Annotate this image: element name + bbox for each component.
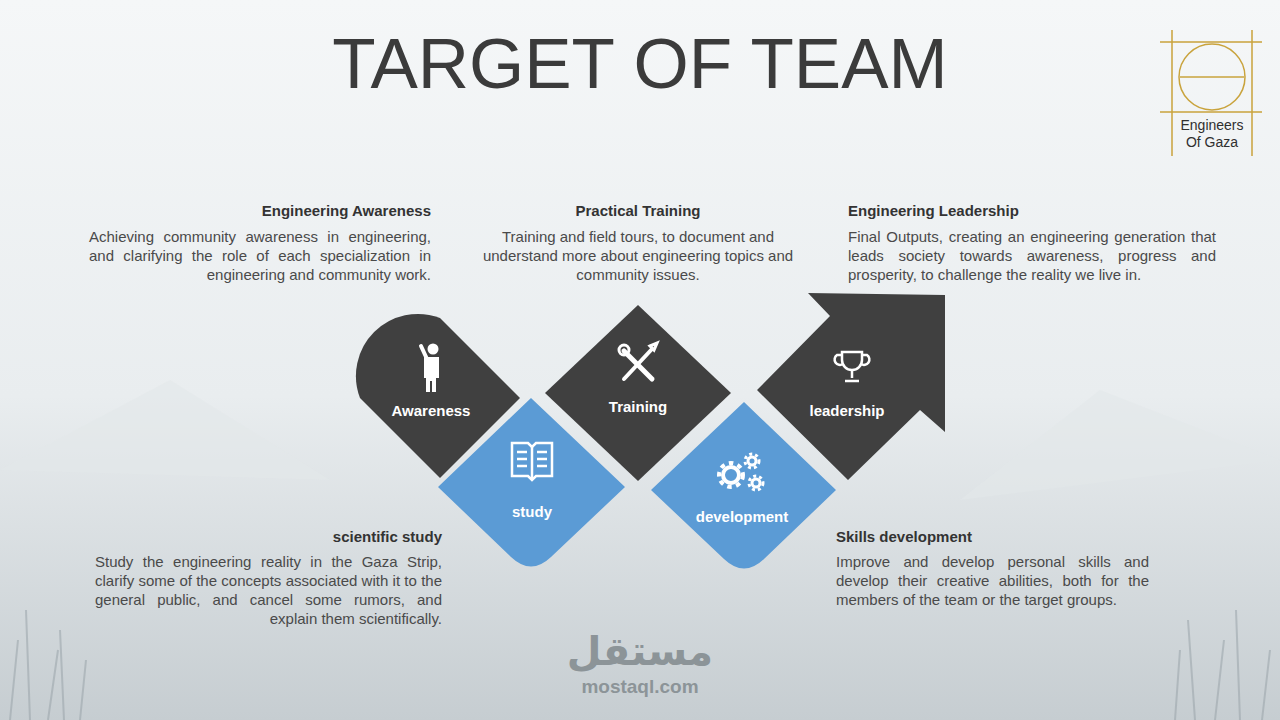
book-icon	[512, 443, 552, 480]
shape-label: study	[512, 503, 552, 521]
trophy-icon-part	[842, 352, 862, 370]
shape-outline	[750, 285, 955, 490]
book-icon-part	[531, 447, 534, 480]
watermark: mostaql.com	[520, 676, 760, 698]
logo-frame	[1160, 30, 1262, 156]
gears-icon-part	[719, 463, 743, 487]
grass-blades	[10, 610, 86, 720]
description-body: Training and field tours, to document an…	[468, 227, 808, 284]
description-body: Improve and develop personal skills and …	[836, 552, 1149, 609]
gears-icon-part	[752, 479, 760, 487]
gears-icon-part	[723, 467, 739, 483]
book-icon-part	[517, 452, 547, 466]
grass	[10, 610, 1270, 720]
description-heading: scientific study	[102, 527, 442, 546]
trophy-icon-part	[835, 355, 870, 365]
fog-shape	[960, 390, 1280, 500]
fog-shape	[0, 380, 330, 480]
person-icon-part	[421, 346, 427, 359]
trophy-icon	[835, 352, 870, 381]
logo-lines	[1160, 30, 1262, 156]
slide-title: TARGET OF TEAM	[0, 28, 1280, 100]
leadership-arrow: leadership	[750, 285, 955, 490]
shape-label: leadership	[809, 402, 884, 420]
tools-icon-part	[619, 345, 629, 355]
description-body: Study the engineering reality in the Gaz…	[95, 552, 442, 628]
description-body: Achieving community awareness in enginee…	[89, 227, 431, 284]
description-heading: Practical Training	[468, 201, 808, 220]
shape-label: Training	[609, 398, 667, 416]
description-body: Final Outputs, creating an engineering g…	[848, 227, 1216, 284]
book-icon-part	[512, 443, 552, 480]
gears-icon-part	[748, 457, 756, 465]
tools-icon-part	[650, 343, 657, 350]
description-heading: Engineering Awareness	[91, 201, 431, 220]
watermark: مستقل	[520, 628, 760, 674]
logo-circle	[1179, 44, 1245, 110]
person-icon-part	[428, 344, 439, 355]
person-icon	[421, 344, 439, 393]
gears-icon-part	[749, 476, 763, 490]
person-icon-part	[424, 357, 439, 392]
grass-blades	[1175, 610, 1270, 720]
description-heading: Engineering Leadership	[848, 201, 1216, 220]
description-heading: Skills development	[836, 527, 1149, 546]
shape-fill	[757, 293, 945, 480]
tools-icon	[619, 343, 657, 379]
shape-label: development	[696, 508, 789, 526]
gears-icon-part	[745, 454, 759, 468]
gears-icon	[719, 454, 763, 490]
trophy-icon-part	[845, 370, 859, 381]
logo-bar	[1180, 76, 1244, 78]
shape-label: Awareness	[392, 402, 471, 420]
logo-text: Engineers Of Gaza	[1177, 117, 1247, 151]
